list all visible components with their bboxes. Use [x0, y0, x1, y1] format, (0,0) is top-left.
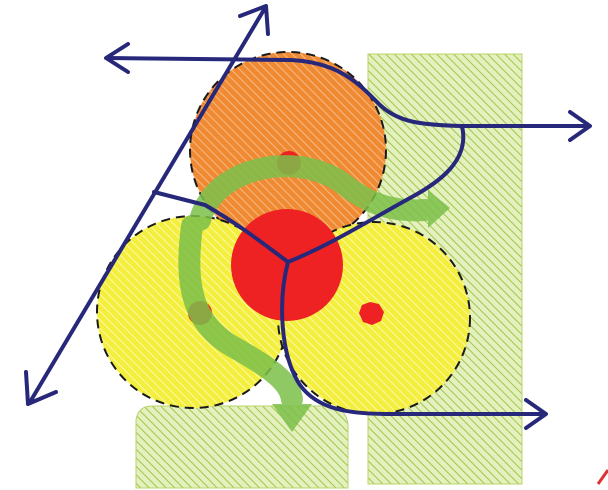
diagonal-arrowhead-top	[238, 4, 270, 36]
green-flow-arrowhead-left	[272, 404, 312, 432]
diagonal-arrowhead-bottom	[24, 370, 58, 406]
left-arrowhead	[104, 42, 130, 74]
diagonal-axis-line	[28, 6, 267, 404]
right-arrowhead-top	[568, 110, 592, 142]
left-boundary-line	[152, 190, 290, 264]
inner-boundary-line	[286, 124, 466, 264]
green-block-bottom	[135, 405, 349, 489]
red-dot-right	[359, 302, 384, 325]
green-flow-arrow-left	[178, 215, 303, 411]
corner-mark	[596, 469, 608, 485]
bottom-boundary-line	[280, 260, 544, 416]
navy-arrow-lines	[24, 4, 592, 430]
top-boundary-line	[106, 56, 590, 128]
green-flow-arrowhead-top	[428, 190, 450, 228]
right-arrowhead-bottom	[524, 398, 548, 430]
